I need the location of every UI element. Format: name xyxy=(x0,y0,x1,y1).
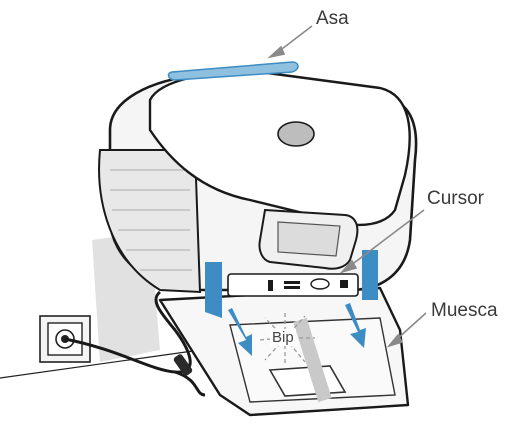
blue-band-right xyxy=(362,250,378,300)
cursor-label: Cursor xyxy=(427,188,484,210)
blue-band-left xyxy=(205,262,222,318)
logo-button xyxy=(278,122,314,146)
control-strip xyxy=(228,274,358,296)
notch-label: Muesca xyxy=(431,300,498,322)
beep-label: Bip xyxy=(270,329,296,346)
handle-label: Asa xyxy=(316,8,349,30)
cursor-switch xyxy=(311,279,329,289)
